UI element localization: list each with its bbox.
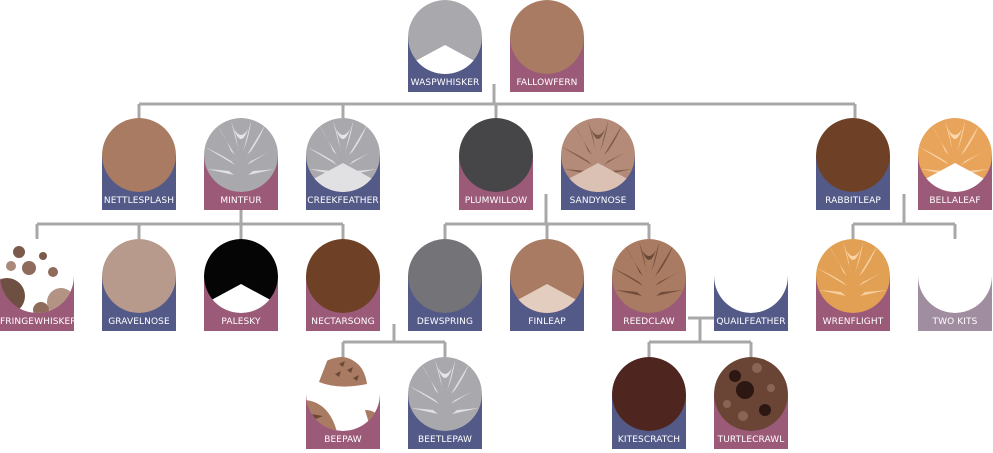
cat-name-label: TURTLECRAWL — [717, 435, 785, 445]
cat-avatar — [408, 0, 482, 74]
cat-avatar — [102, 239, 176, 313]
cat-avatar — [816, 239, 890, 313]
cat-card-plumwillow[interactable] — [459, 118, 533, 210]
cat-name-label: REEDCLAW — [623, 317, 675, 327]
cat-card-quailfeather[interactable] — [714, 239, 788, 331]
cat-name-label: WASPWHISKER — [410, 78, 480, 88]
cat-name-label: NECTARSONG — [311, 317, 375, 327]
cat-name-label: TWO KITS — [932, 317, 978, 327]
cat-card-bellaleaf[interactable] — [918, 118, 992, 210]
cat-card-waspwhisker[interactable] — [408, 0, 482, 92]
cat-name-label: RABBITLEAP — [825, 196, 881, 206]
cat-name-label: FINLEAP — [528, 317, 566, 327]
cat-card-two-kits[interactable] — [918, 239, 992, 331]
cat-avatar — [408, 357, 482, 431]
cat-avatar — [0, 239, 74, 313]
cat-avatar — [510, 239, 584, 313]
cat-name-label: FALLOWFERN — [516, 78, 578, 88]
cat-card-reedclaw[interactable] — [612, 239, 686, 331]
cat-card-rabbitleap[interactable] — [816, 118, 890, 210]
cat-card-nectarsong[interactable] — [306, 239, 380, 331]
cat-card-fallowfern[interactable] — [510, 0, 584, 92]
cat-name-label: CREEKFEATHER — [307, 196, 379, 206]
cat-card-creekfeather[interactable] — [306, 118, 380, 210]
cat-name-label: PLUMWILLOW — [464, 196, 528, 206]
cat-name-label: SANDYNOSE — [569, 196, 627, 206]
cat-avatar — [561, 118, 635, 192]
cat-name-label: FRINGEWHISKER — [0, 317, 74, 327]
cat-avatar — [714, 357, 788, 431]
cat-name-label: QUAILFEATHER — [716, 317, 786, 327]
cat-name-label: PALESKY — [221, 317, 261, 327]
cat-name-label: GRAVELNOSE — [108, 317, 170, 327]
cat-name-label: KITESCRATCH — [617, 435, 681, 445]
cat-avatar — [459, 118, 533, 192]
cat-card-fringewhisker[interactable] — [0, 239, 75, 331]
cat-card-gravelnose[interactable] — [102, 239, 176, 331]
cat-avatar — [918, 118, 992, 192]
cat-card-wrenflight[interactable] — [816, 239, 890, 331]
cat-avatar — [510, 0, 584, 74]
cat-card-turtlecrawl[interactable] — [714, 357, 788, 449]
cat-avatar — [714, 239, 788, 313]
cat-card-beetlepaw[interactable] — [408, 357, 482, 449]
cat-name-label: MINTFUR — [220, 196, 262, 206]
cat-avatar — [612, 357, 686, 431]
cat-avatar — [408, 239, 482, 313]
cat-avatar — [816, 118, 890, 192]
cat-avatar — [918, 239, 992, 313]
cat-card-palesky[interactable] — [204, 239, 278, 331]
cat-avatar — [204, 118, 278, 192]
cat-card-finleap[interactable] — [510, 239, 584, 331]
cat-name-label: WRENFLIGHT — [822, 317, 884, 327]
cat-card-sandynose[interactable] — [561, 118, 635, 210]
cat-name-label: BELLALEAF — [929, 196, 981, 206]
cat-name-label: NETTLESPLASH — [103, 196, 175, 206]
cat-name-label: BEETLEPAW — [417, 435, 473, 445]
cat-avatar — [102, 118, 176, 192]
cat-avatar — [306, 118, 380, 192]
cat-card-nettlesplash[interactable] — [102, 118, 176, 210]
cat-avatar — [306, 239, 380, 313]
cat-card-mintfur[interactable] — [204, 118, 278, 210]
cat-card-beepaw[interactable] — [305, 356, 381, 449]
connector-lines — [35, 84, 957, 357]
cat-avatar — [612, 239, 686, 313]
cat-card-dewspring[interactable] — [408, 239, 482, 331]
cat-avatar — [204, 239, 278, 313]
cat-name-label: BEEPAW — [324, 435, 362, 445]
cat-name-label: DEWSPRING — [416, 317, 474, 327]
cat-card-kitescratch[interactable] — [612, 357, 686, 449]
